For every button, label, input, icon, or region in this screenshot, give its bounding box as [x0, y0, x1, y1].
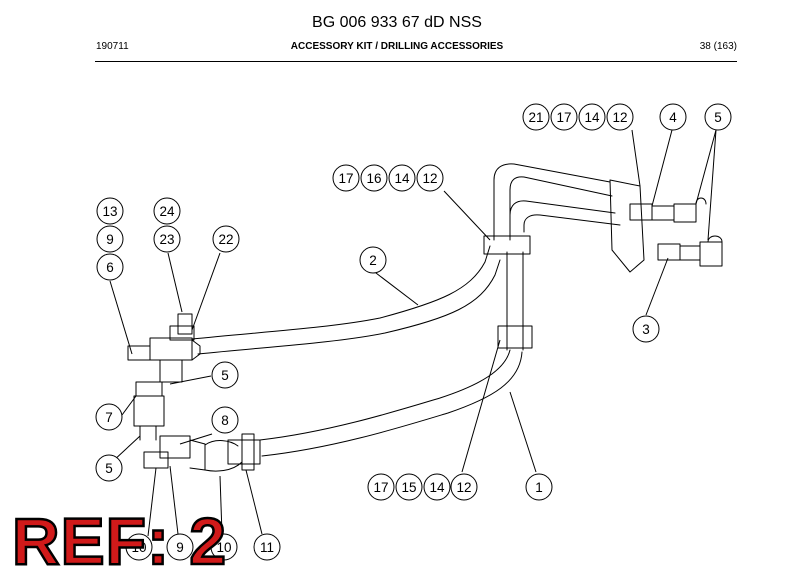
callout-12: 12 [416, 164, 444, 192]
callout-5: 5 [211, 361, 239, 389]
callout-3: 3 [632, 315, 660, 343]
svg-text:12: 12 [422, 171, 437, 186]
svg-text:17: 17 [373, 480, 388, 495]
svg-text:11: 11 [260, 540, 274, 555]
mounting-bracket [609, 179, 645, 273]
callout-16: 16 [360, 164, 388, 192]
left-fittings-lower [143, 433, 261, 472]
svg-text:3: 3 [642, 322, 650, 337]
callout-5: 5 [95, 454, 123, 482]
callout-1: 1 [525, 473, 553, 501]
upper-bent-pipes [493, 163, 621, 241]
clamp-lower [497, 325, 533, 349]
right-fittings [629, 197, 723, 267]
callout-17: 17 [332, 164, 360, 192]
vertical-tube [506, 251, 524, 351]
left-vertical-pipe [133, 381, 165, 441]
svg-text:15: 15 [401, 480, 416, 495]
section-title: ACCESSORY KIT / DRILLING ACCESSORIES [290, 41, 504, 52]
svg-text:17: 17 [556, 110, 571, 125]
svg-text:14: 14 [394, 171, 410, 186]
svg-text:14: 14 [429, 480, 445, 495]
svg-text:5: 5 [105, 461, 113, 476]
svg-text:22: 22 [218, 232, 233, 247]
svg-text:16: 16 [366, 171, 381, 186]
callout-12: 12 [606, 103, 634, 131]
svg-text:21: 21 [528, 110, 543, 125]
svg-text:9: 9 [106, 232, 114, 247]
svg-text:7: 7 [105, 410, 113, 425]
svg-text:8: 8 [221, 413, 229, 428]
callout-6: 6 [96, 253, 124, 281]
callout-24: 24 [153, 197, 181, 225]
hose-1 [259, 349, 523, 457]
callout-9: 9 [166, 533, 194, 561]
callout-circles: 21 17 14 12 4 5 17 16 14 12 13 24 9 23 2… [95, 103, 732, 561]
left-fittings-upper [127, 313, 201, 383]
callout-14: 14 [388, 164, 416, 192]
callout-12: 12 [450, 473, 478, 501]
svg-text:14: 14 [584, 110, 600, 125]
page-indicator: 38 (163) [699, 41, 737, 52]
header-rule [95, 61, 737, 62]
callout-5: 5 [704, 103, 732, 131]
svg-text:10: 10 [131, 540, 146, 555]
document-code: 190711 [96, 41, 129, 52]
callout-17: 17 [550, 103, 578, 131]
svg-text:17: 17 [338, 171, 353, 186]
callout-17: 17 [367, 473, 395, 501]
svg-text:5: 5 [221, 368, 229, 383]
callout-2: 2 [359, 246, 387, 274]
callout-13: 13 [96, 197, 124, 225]
svg-text:10: 10 [216, 540, 231, 555]
svg-text:1: 1 [535, 480, 543, 495]
callout-15: 15 [395, 473, 423, 501]
callout-21: 21 [522, 103, 550, 131]
callout-23: 23 [153, 225, 181, 253]
svg-text:24: 24 [159, 204, 175, 219]
callout-10: 10 [125, 533, 153, 561]
callout-8: 8 [211, 406, 239, 434]
svg-text:4: 4 [669, 110, 677, 125]
callout-14: 14 [423, 473, 451, 501]
svg-text:12: 12 [456, 480, 471, 495]
svg-text:6: 6 [106, 260, 114, 275]
clamp-upper [483, 235, 531, 255]
leader-lines [109, 129, 717, 537]
svg-text:9: 9 [176, 540, 184, 555]
svg-text:2: 2 [369, 253, 377, 268]
callout-4: 4 [659, 103, 687, 131]
svg-text:12: 12 [612, 110, 627, 125]
callout-14: 14 [578, 103, 606, 131]
ref-stamp: REF: 2 [11, 504, 228, 578]
hose-2 [191, 245, 501, 355]
svg-text:5: 5 [714, 110, 722, 125]
callout-22: 22 [212, 225, 240, 253]
svg-text:13: 13 [102, 204, 117, 219]
callout-7: 7 [95, 403, 123, 431]
callout-9: 9 [96, 225, 124, 253]
callout-11: 11 [253, 533, 281, 561]
callout-10: 10 [210, 533, 238, 561]
document-title: BG 006 933 67 dD NSS [312, 14, 482, 31]
svg-text:23: 23 [159, 232, 174, 247]
